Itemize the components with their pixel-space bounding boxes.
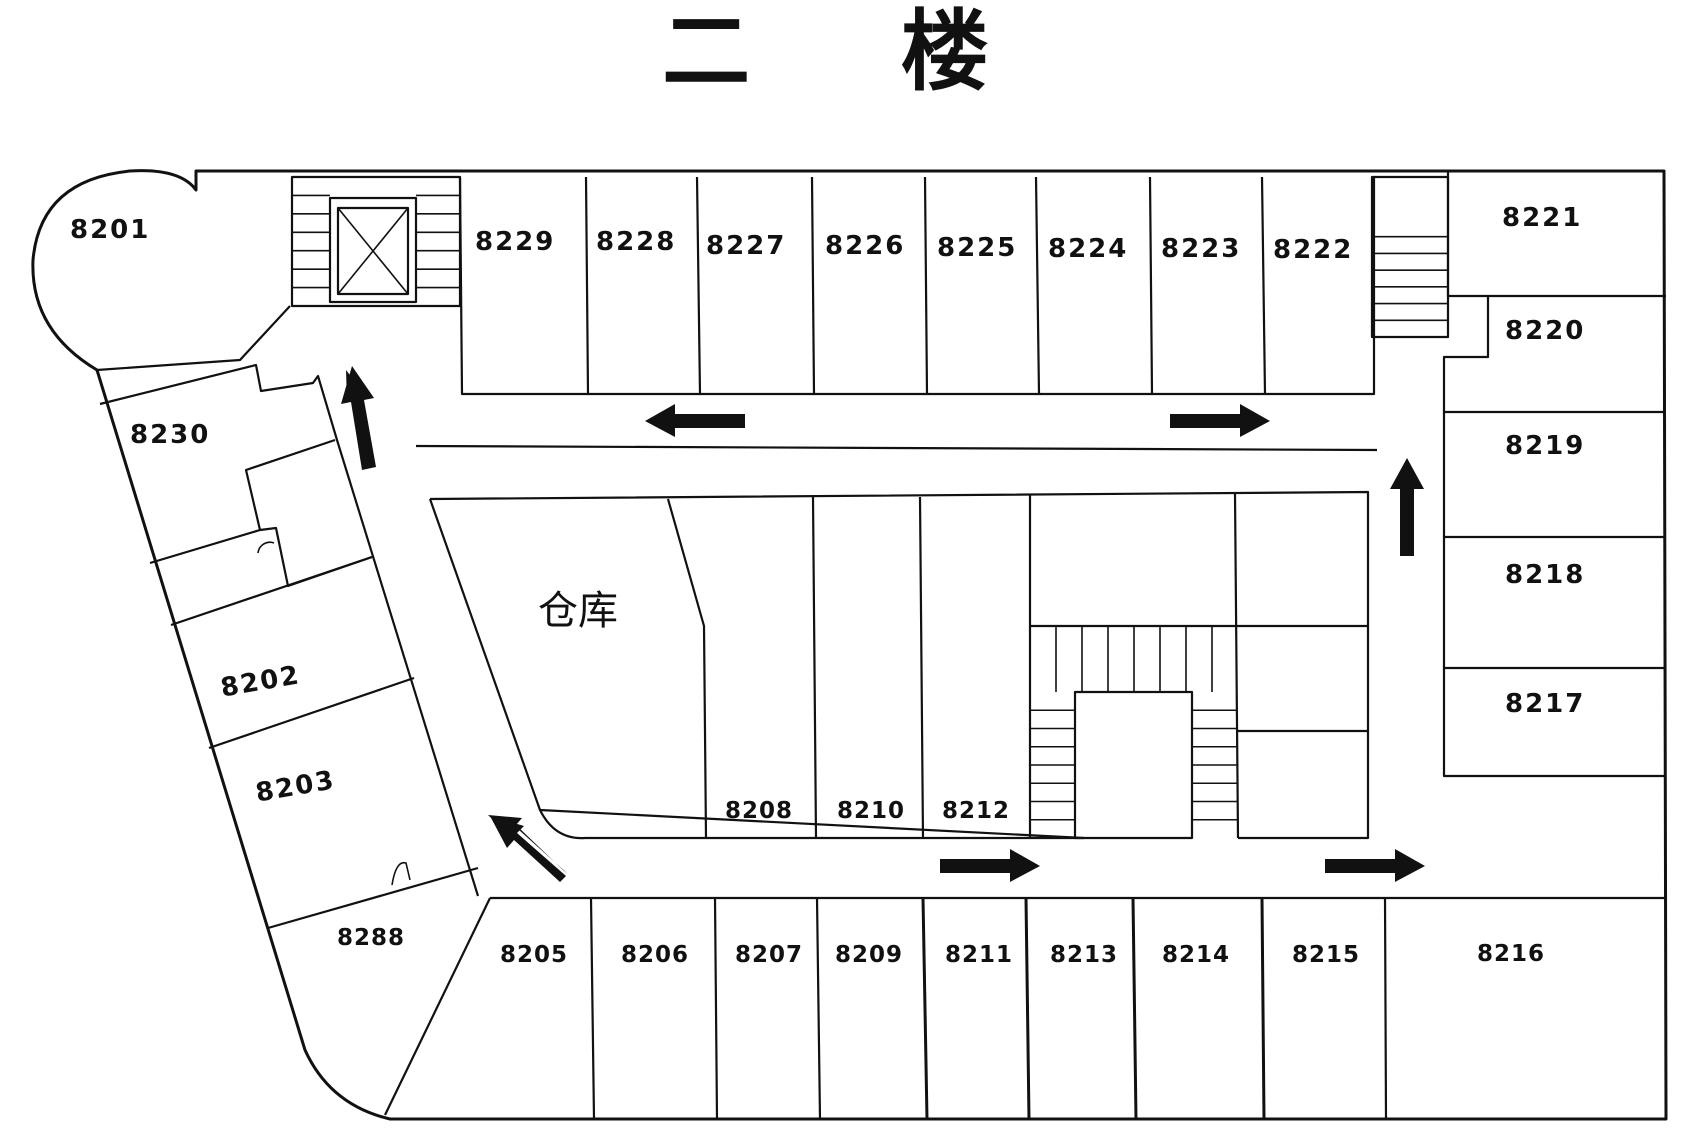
unit-8230: 8230 [130, 420, 210, 450]
unit-8205: 8205 [500, 942, 568, 968]
floor-title: 二 楼 [662, 0, 1049, 103]
unit-8209: 8209 [835, 942, 903, 968]
unit-8288: 8288 [337, 925, 405, 951]
unit-8206: 8206 [621, 942, 689, 968]
unit-8202: 8202 [218, 660, 302, 704]
unit-8219: 8219 [1505, 431, 1585, 461]
unit-8208: 8208 [725, 798, 793, 824]
arrow-up-right-corridor [1390, 458, 1424, 556]
unit-8224: 8224 [1048, 234, 1128, 264]
unit-8207: 8207 [735, 942, 803, 968]
unit-8210: 8210 [837, 798, 905, 824]
unit-8218: 8218 [1505, 560, 1585, 590]
unit-8215: 8215 [1292, 942, 1360, 968]
unit-8229: 8229 [475, 227, 555, 257]
unit-8222: 8222 [1273, 235, 1353, 265]
bottom-row-rooms [384, 896, 1666, 1120]
unit-8211: 8211 [945, 942, 1013, 968]
unit-8227: 8227 [706, 231, 786, 261]
unit-8228: 8228 [596, 227, 676, 257]
unit-8220: 8220 [1505, 316, 1585, 346]
unit-8226: 8226 [825, 231, 905, 261]
arrow-up-left-diagonal [488, 815, 568, 882]
top-row-rooms [458, 176, 1376, 396]
unit-8221: 8221 [1502, 203, 1582, 233]
arrow-up-left-corridor [341, 366, 376, 470]
central-island [428, 490, 1370, 840]
unit-8223: 8223 [1161, 234, 1241, 264]
unit-8214: 8214 [1162, 942, 1230, 968]
unit-8225: 8225 [937, 233, 1017, 263]
unit-8213: 8213 [1050, 942, 1118, 968]
stair-elevator-block-top [290, 175, 462, 308]
right-column-rooms [1442, 171, 1666, 778]
unit-8201: 8201 [70, 215, 150, 245]
unit-8203: 8203 [253, 765, 337, 809]
arrow-right-top-corridor [1170, 404, 1270, 437]
left-wing-rooms [99, 363, 480, 930]
unit-8212: 8212 [942, 798, 1010, 824]
outer-wall [31, 169, 1668, 1121]
arrow-right-bottom-corridor-2 [1325, 849, 1425, 882]
stair-top-right [1370, 175, 1450, 339]
unit-8216: 8216 [1477, 941, 1545, 967]
storage-room-label: 仓库 [538, 588, 618, 634]
arrow-left-top-corridor [645, 404, 745, 437]
arrow-right-bottom-corridor-1 [940, 849, 1040, 882]
corridor-divider [415, 444, 1378, 452]
room-8201 [96, 305, 291, 372]
unit-8217: 8217 [1505, 689, 1585, 719]
